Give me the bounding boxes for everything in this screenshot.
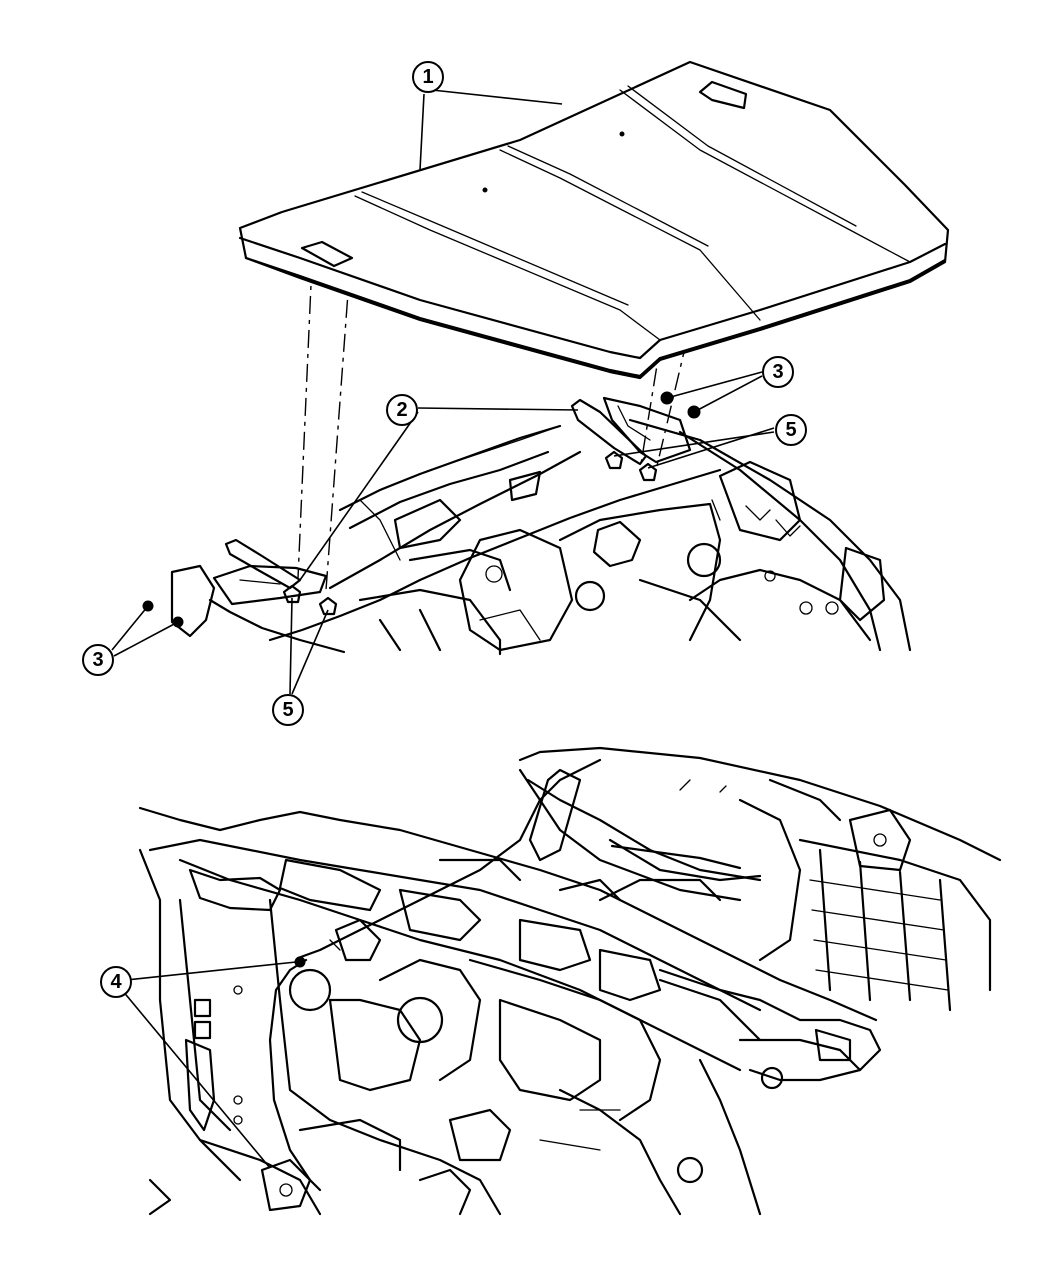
cowl-firewall (138, 806, 882, 1216)
front-end-grille (518, 746, 1002, 1012)
callout-4: 4 (100, 966, 132, 998)
callout-5-upper-label: 5 (785, 419, 796, 441)
callout-3-upper-label: 3 (772, 361, 783, 383)
callout-3-upper: 3 (762, 356, 794, 388)
callout-4-label: 4 (110, 971, 122, 993)
hood-hinge-left (212, 538, 328, 606)
bottom-view-assembly (121, 746, 1002, 1216)
callout-3-lower: 3 (82, 644, 114, 676)
hood-release-cable (260, 758, 602, 1212)
callout-3-lower-label: 3 (92, 649, 103, 671)
callout-2: 2 (386, 394, 418, 426)
leaders-top (111, 89, 775, 695)
bolts-upper (604, 450, 658, 482)
hood-hinge-right (570, 396, 692, 466)
callout-5-upper: 5 (775, 414, 807, 446)
callout-1: 1 (412, 61, 444, 93)
callout-2-label: 2 (396, 399, 407, 421)
engine-bay-top (170, 418, 912, 656)
callout-5-lower-label: 5 (282, 699, 293, 721)
bolts-lower (282, 584, 338, 616)
nuts-upper (660, 391, 701, 419)
leaders-bottom (121, 961, 297, 1169)
top-view-assembly (111, 60, 950, 695)
hood-panel (238, 60, 950, 380)
callout-5-lower: 5 (272, 694, 304, 726)
callout-1-label: 1 (422, 66, 433, 88)
